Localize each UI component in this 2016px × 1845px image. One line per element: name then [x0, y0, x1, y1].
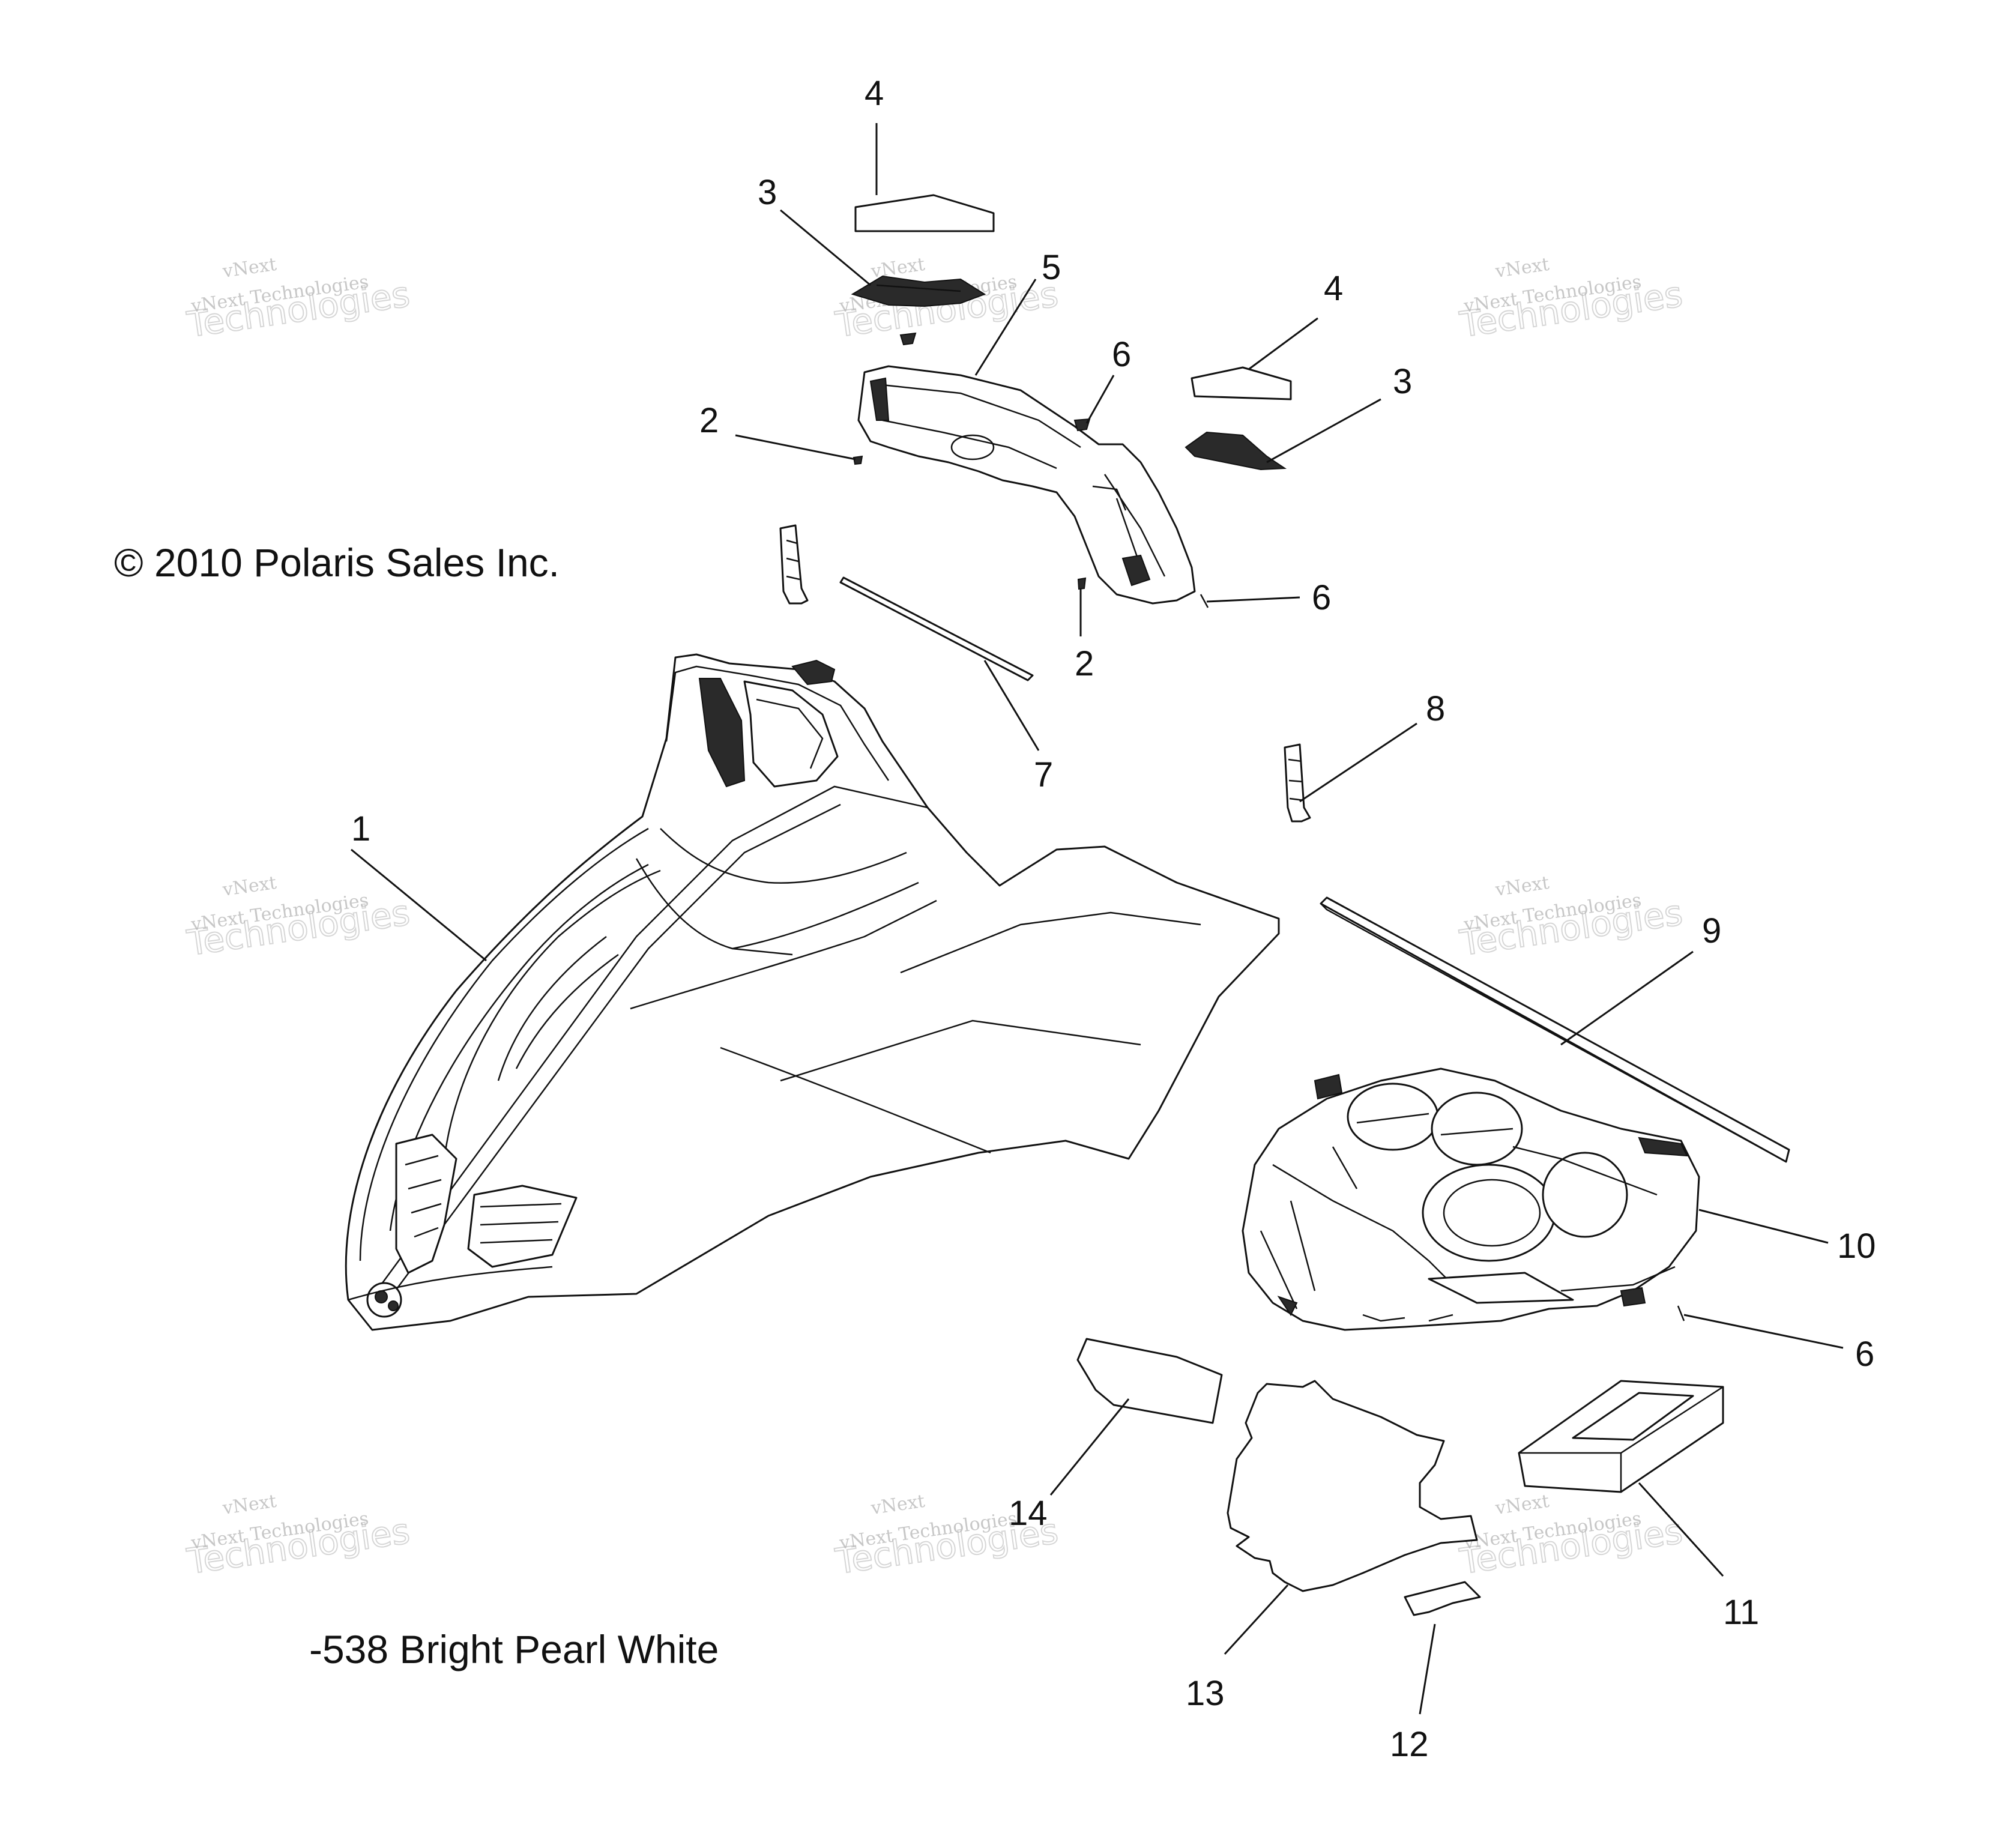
screw-2-lower [1077, 577, 1087, 590]
part-4-cap-top [854, 194, 995, 232]
screw-2-left [853, 455, 863, 465]
callout-3-right: 3 [1393, 362, 1412, 401]
callout-4-top: 4 [865, 74, 884, 113]
part-8-strap [1284, 743, 1311, 823]
part-7-strap [779, 524, 1034, 681]
fastener-6-upper [1073, 418, 1091, 432]
callout-6-lower: 6 [1855, 1335, 1874, 1374]
part-12-clip [1404, 1581, 1481, 1616]
callout-6-right: 6 [1312, 578, 1331, 617]
pin-6-lower [1677, 1305, 1685, 1321]
callout-10: 10 [1837, 1227, 1876, 1266]
watermark-7: vNext vNext Technologies Technologies [184, 1491, 412, 1583]
copyright-notice: © 2010 Polaris Sales Inc. [114, 540, 560, 585]
part-13-sheet [1227, 1380, 1478, 1592]
part-9-strip [1320, 896, 1790, 1163]
callout-3-top: 3 [758, 173, 777, 212]
fastener-clip-top [899, 332, 917, 346]
callout-9: 9 [1702, 911, 1721, 950]
part-3-bracket-top [851, 275, 986, 307]
svg-text:vNext: vNext [1494, 254, 1551, 282]
pin-6-right [1200, 594, 1209, 608]
part-3-bracket-right [1185, 431, 1287, 471]
part-11-vent-tray [1518, 1380, 1724, 1493]
part-4-cap-right [1191, 366, 1292, 400]
callout-11: 11 [1723, 1593, 1759, 1632]
svg-text:vNext: vNext [221, 872, 278, 901]
part-10-headlight-housing [1242, 1067, 1700, 1331]
part-1-hood [345, 653, 1280, 1331]
callout-1: 1 [351, 809, 370, 848]
watermark-6: vNext vNext Technologies Technologies [1456, 872, 1685, 964]
callout-2-lower: 2 [1075, 644, 1094, 683]
part-5-console [857, 365, 1196, 605]
callout-7: 7 [1034, 755, 1053, 794]
callout-13: 13 [1186, 1674, 1225, 1713]
watermark-1: vNext vNext Technologies Technologies [184, 254, 412, 346]
svg-text:vNext: vNext [869, 1491, 926, 1519]
callout-5: 5 [1042, 248, 1061, 287]
svg-text:vNext: vNext [1494, 872, 1551, 901]
svg-text:vNext: vNext [221, 1491, 278, 1519]
callout-12: 12 [1390, 1725, 1429, 1764]
part-14-pad [1076, 1338, 1223, 1424]
watermark-3: vNext vNext Technologies Technologies [1456, 254, 1685, 346]
color-code-label: -538 Bright Pearl White [309, 1627, 719, 1671]
callout-6-upper: 6 [1112, 335, 1131, 374]
callout-8: 8 [1426, 689, 1445, 728]
svg-text:vNext: vNext [221, 254, 278, 282]
callout-14: 14 [1009, 1494, 1048, 1533]
leader-lines [351, 123, 1844, 1715]
svg-text:vNext: vNext [1494, 1491, 1551, 1519]
callout-2-left: 2 [699, 401, 719, 440]
callout-4-right: 4 [1324, 269, 1343, 308]
